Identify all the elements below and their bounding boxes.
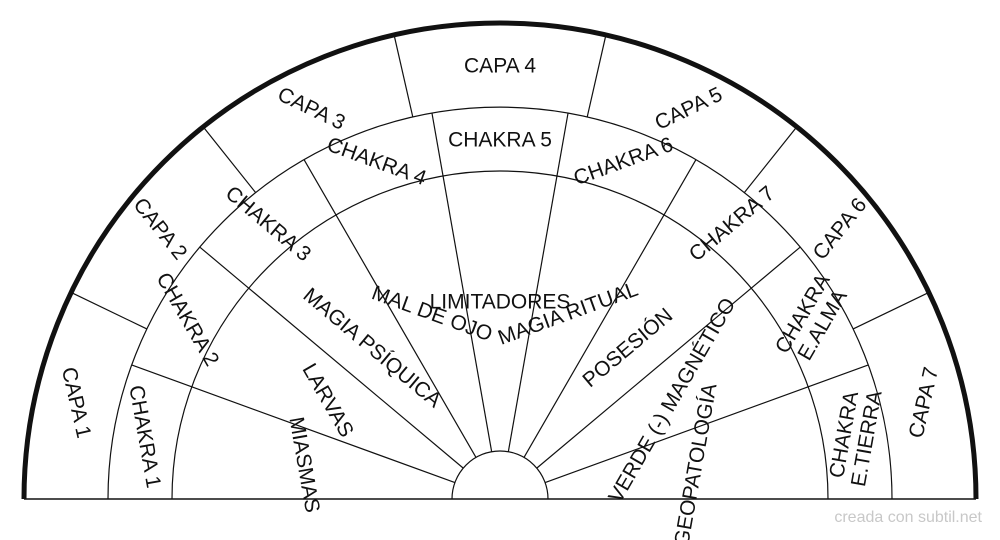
inner-divider [507, 175, 558, 452]
outer-border-arc [21, 20, 979, 500]
inner-ring-arc [171, 170, 829, 500]
credit-text: creada con subtil.net [834, 509, 982, 526]
outer-divider [202, 126, 257, 193]
inner-divider [544, 386, 809, 484]
inner-divider [442, 175, 493, 452]
middle-label: CHAKRA 1 [124, 384, 165, 490]
middle-divider [131, 364, 192, 388]
outer-divider [852, 291, 930, 330]
inner-label: POSESIÓN [578, 304, 677, 392]
chart-lines [21, 20, 979, 500]
outer-label: CAPA 3 [274, 83, 349, 135]
outer-divider [743, 126, 798, 193]
middle-label: CHAKRA 5 [448, 128, 552, 151]
inner-label: MAGIA RITUAL [495, 278, 641, 350]
outer-label: CAPA 7 [905, 365, 943, 440]
inner-divider [191, 386, 456, 484]
middle-label: CHAKRAE.ALMA [771, 270, 855, 369]
hub-arc [451, 450, 549, 500]
middle-divider [303, 159, 337, 216]
middle-ring-arc [107, 106, 893, 500]
outer-label: CAPA 6 [809, 194, 872, 265]
outer-divider [393, 34, 414, 117]
middle-label: CHAKRA 7 [685, 182, 779, 266]
inner-divider [536, 287, 752, 469]
middle-divider [199, 246, 250, 289]
inner-divider [248, 287, 464, 469]
middle-divider [750, 246, 801, 289]
middle-divider [808, 364, 869, 388]
middle-label: CHAKRA 3 [221, 182, 315, 266]
outer-divider [586, 34, 607, 117]
middle-label: CHAKRA 4 [324, 133, 430, 190]
outer-label: CAPA 5 [651, 83, 726, 135]
outer-label: CAPA 1 [57, 365, 95, 440]
middle-divider [663, 159, 697, 216]
middle-divider [431, 112, 444, 177]
inner-label: LIMITADORES [430, 290, 571, 313]
middle-label: CHAKRA 6 [571, 133, 676, 190]
inner-divider [523, 214, 665, 458]
middle-divider [556, 112, 569, 177]
inner-divider [335, 214, 477, 458]
outer-divider [70, 291, 148, 330]
middle-label: CHAKRAE.TIERRA [824, 385, 886, 488]
outer-label: CAPA 4 [464, 54, 536, 77]
inner-label: VERDE (-) MAGNÉTICO [604, 294, 740, 507]
outer-label: CAPA 2 [129, 194, 192, 265]
middle-label: CHAKRA 2 [152, 269, 224, 370]
